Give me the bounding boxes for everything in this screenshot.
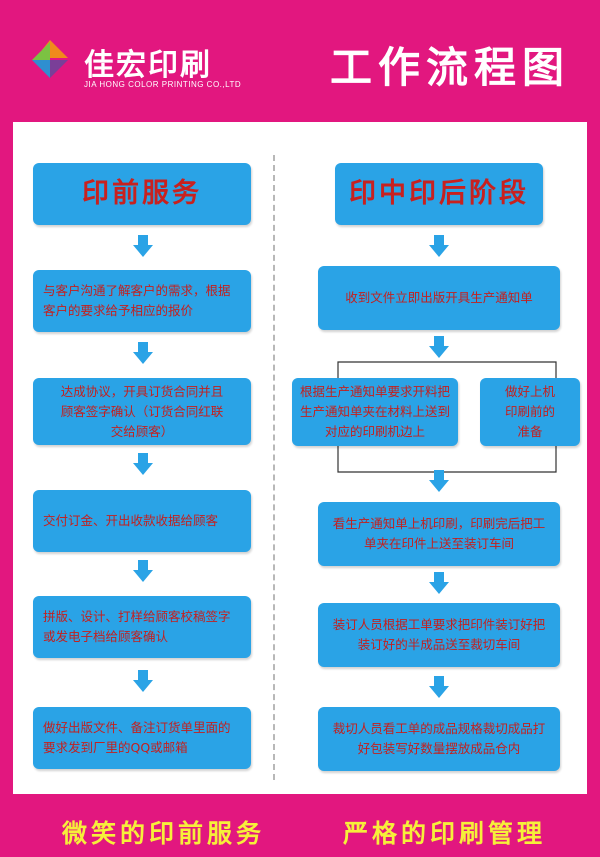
brand-english-name: JIA HONG COLOR PRINTING CO.,LTD xyxy=(84,80,242,89)
header: 佳宏印刷 JIA HONG COLOR PRINTING CO.,LTD 工作流… xyxy=(0,0,600,122)
logo-icon xyxy=(32,40,68,78)
arrow-down-icon xyxy=(133,235,153,257)
arrow-down-icon xyxy=(429,336,449,358)
left-step-1: 与客户沟通了解客户的需求，根据客户的要求给予相应的报价 xyxy=(33,270,251,332)
left-heading: 印前服务 xyxy=(33,163,251,225)
column-divider xyxy=(273,155,275,780)
left-step-2: 达成协议，开具订货合同并且顾客签字确认（订货合同红联交给顾客） xyxy=(33,378,251,445)
left-step-4: 拼版、设计、打样给顾客校稿签字或发电子档给顾客确认 xyxy=(33,596,251,658)
right-step-1: 收到文件立即出版开具生产通知单 xyxy=(318,266,560,330)
right-branch-left: 根据生产通知单要求开料把生产通知单夹在材料上送到对应的印刷机边上 xyxy=(292,378,458,446)
page-title: 工作流程图 xyxy=(329,43,570,92)
arrow-down-icon xyxy=(133,453,153,475)
right-branch-right: 做好上机印刷前的准备 xyxy=(480,378,580,446)
right-step-4: 装订人员根据工单要求把印件装订好把装订好的半成品送至裁切车间 xyxy=(318,603,560,667)
left-step-5: 做好出版文件、备注订货单里面的要求发到厂里的QQ或邮箱 xyxy=(33,707,251,769)
brand-name: 佳宏印刷 xyxy=(84,48,212,83)
arrow-down-icon xyxy=(429,572,449,594)
left-step-3: 交付订金、开出收款收据给顾客 xyxy=(33,490,251,552)
arrow-down-icon xyxy=(133,560,153,582)
right-step-5: 裁切人员看工单的成品规格裁切成品打好包装写好数量摆放成品仓内 xyxy=(318,707,560,771)
right-heading: 印中印后阶段 xyxy=(335,163,543,225)
arrow-down-icon xyxy=(429,470,449,492)
arrow-down-icon xyxy=(133,342,153,364)
flowchart-panel xyxy=(13,122,587,794)
arrow-down-icon xyxy=(429,676,449,698)
right-step-3: 看生产通知单上机印刷，印刷完后把工单夹在印件上送至装订车间 xyxy=(318,502,560,566)
footer-slogan-right: 严格的印刷管理 xyxy=(343,819,547,848)
footer-slogan-left: 微笑的印前服务 xyxy=(62,819,266,848)
arrow-down-icon xyxy=(429,235,449,257)
arrow-down-icon xyxy=(133,670,153,692)
